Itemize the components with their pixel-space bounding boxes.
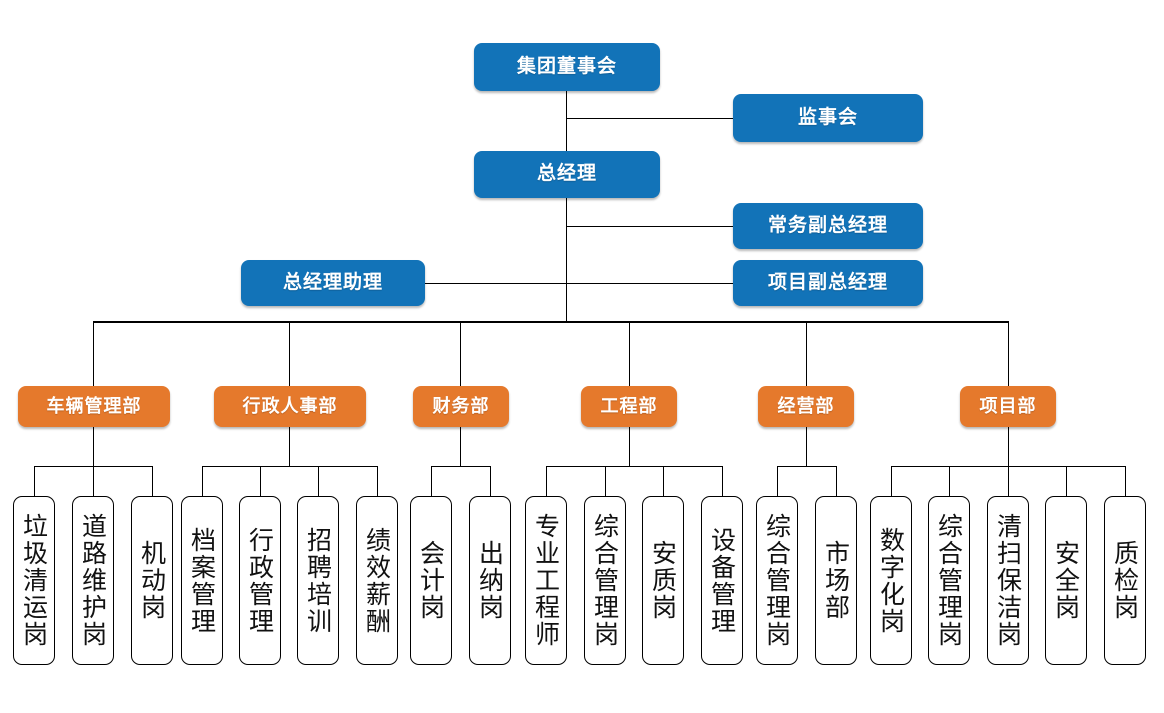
leaf-position[interactable]: 专业工程师 [525, 496, 567, 665]
leaf-label: 道路维护岗 [78, 513, 108, 648]
leaf-label: 安质岗 [648, 540, 678, 621]
subdrop-project-2 [1008, 466, 1009, 496]
connector-assistant-to-gm [425, 283, 566, 284]
drop-operations [806, 321, 807, 386]
leaf-label: 安全岗 [1051, 540, 1081, 621]
node-executive-deputy-manager[interactable]: 常务副总经理 [733, 203, 923, 249]
subdrop-project-3 [1066, 466, 1067, 496]
department-bus [93, 321, 1008, 323]
subdrop-vehicle-0 [34, 466, 35, 496]
subdrop-admin-hr-3 [377, 466, 378, 496]
leaf-position[interactable]: 综合管理岗 [756, 496, 798, 665]
node-department-operations[interactable]: 经营部 [758, 386, 854, 427]
leaf-position[interactable]: 综合管理岗 [584, 496, 626, 665]
leaf-position[interactable]: 清扫保洁岗 [987, 496, 1029, 665]
leaf-label: 垃圾清运岗 [19, 513, 49, 648]
leaf-position[interactable]: 垃圾清运岗 [13, 496, 55, 665]
node-department-engineering[interactable]: 工程部 [581, 386, 677, 427]
node-board[interactable]: 集团董事会 [474, 43, 660, 91]
leaf-position[interactable]: 质检岗 [1104, 496, 1146, 665]
leaf-label: 清扫保洁岗 [993, 513, 1023, 648]
drop-engineering [629, 321, 630, 386]
leaf-position[interactable]: 数字化岗 [870, 496, 912, 665]
subdrop-engineering-3 [722, 466, 723, 496]
leaf-label: 绩效薪酬 [362, 526, 392, 635]
connector-gm-to-project-deputy [566, 283, 733, 284]
leaf-label: 综合管理岗 [762, 513, 792, 648]
leaf-position[interactable]: 综合管理岗 [928, 496, 970, 665]
subdrop-project-0 [891, 466, 892, 496]
leaf-position[interactable]: 机动岗 [131, 496, 173, 665]
leaf-position[interactable]: 安质岗 [642, 496, 684, 665]
subdrop-vehicle-1 [93, 466, 94, 496]
leaf-label: 机动岗 [137, 540, 167, 621]
stem-engineering [629, 427, 630, 466]
node-project-deputy-manager[interactable]: 项目副总经理 [733, 260, 923, 306]
subbus-finance [431, 466, 490, 467]
connector-gm-to-bus [566, 198, 567, 322]
drop-finance [460, 321, 461, 386]
subdrop-operations-1 [836, 466, 837, 496]
leaf-position[interactable]: 会计岗 [410, 496, 452, 665]
connector-board-to-supervisory [566, 118, 733, 119]
subdrop-engineering-2 [663, 466, 664, 496]
subdrop-engineering-1 [605, 466, 606, 496]
node-department-finance[interactable]: 财务部 [413, 386, 509, 427]
leaf-label: 质检岗 [1110, 540, 1140, 621]
subbus-admin-hr [202, 466, 377, 467]
leaf-position[interactable]: 招聘培训 [297, 496, 339, 665]
drop-admin-hr [289, 321, 290, 386]
subdrop-finance-1 [490, 466, 491, 496]
subdrop-project-4 [1125, 466, 1126, 496]
leaf-label: 会计岗 [416, 540, 446, 621]
leaf-label: 档案管理 [187, 526, 217, 635]
stem-vehicle [93, 427, 94, 466]
subdrop-operations-0 [777, 466, 778, 496]
subbus-engineering [546, 466, 722, 467]
connector-gm-to-executive-deputy [566, 226, 733, 227]
drop-vehicle [93, 321, 94, 386]
leaf-label: 综合管理岗 [934, 513, 964, 648]
node-gm-assistant[interactable]: 总经理助理 [241, 260, 425, 306]
leaf-label: 招聘培训 [303, 526, 333, 635]
leaf-label: 行政管理 [245, 526, 275, 635]
subdrop-admin-hr-0 [202, 466, 203, 496]
stem-admin-hr [289, 427, 290, 466]
connector-board-to-gm [566, 91, 567, 152]
stem-operations [806, 427, 807, 466]
node-department-project[interactable]: 项目部 [960, 386, 1056, 427]
subdrop-project-1 [949, 466, 950, 496]
leaf-label: 专业工程师 [531, 513, 561, 648]
leaf-label: 综合管理岗 [590, 513, 620, 648]
stem-finance [460, 427, 461, 466]
node-supervisory-board[interactable]: 监事会 [733, 94, 923, 142]
leaf-label: 出纳岗 [475, 540, 505, 621]
leaf-position[interactable]: 设备管理 [701, 496, 743, 665]
leaf-position[interactable]: 档案管理 [181, 496, 223, 665]
subdrop-finance-0 [431, 466, 432, 496]
node-department-vehicle[interactable]: 车辆管理部 [18, 386, 170, 427]
subdrop-vehicle-2 [152, 466, 153, 496]
node-department-admin-hr[interactable]: 行政人事部 [214, 386, 366, 427]
leaf-position[interactable]: 道路维护岗 [72, 496, 114, 665]
stem-project [1008, 427, 1009, 466]
subdrop-engineering-0 [546, 466, 547, 496]
drop-project [1008, 321, 1009, 386]
leaf-position[interactable]: 出纳岗 [469, 496, 511, 665]
subdrop-admin-hr-1 [260, 466, 261, 496]
leaf-label: 市场部 [821, 540, 851, 621]
leaf-position[interactable]: 绩效薪酬 [356, 496, 398, 665]
leaf-position[interactable]: 市场部 [815, 496, 857, 665]
leaf-label: 设备管理 [707, 526, 737, 635]
leaf-position[interactable]: 安全岗 [1045, 496, 1087, 665]
subbus-operations [777, 466, 836, 467]
node-general-manager[interactable]: 总经理 [474, 151, 660, 198]
leaf-label: 数字化岗 [876, 526, 906, 635]
subdrop-admin-hr-2 [318, 466, 319, 496]
leaf-position[interactable]: 行政管理 [239, 496, 281, 665]
